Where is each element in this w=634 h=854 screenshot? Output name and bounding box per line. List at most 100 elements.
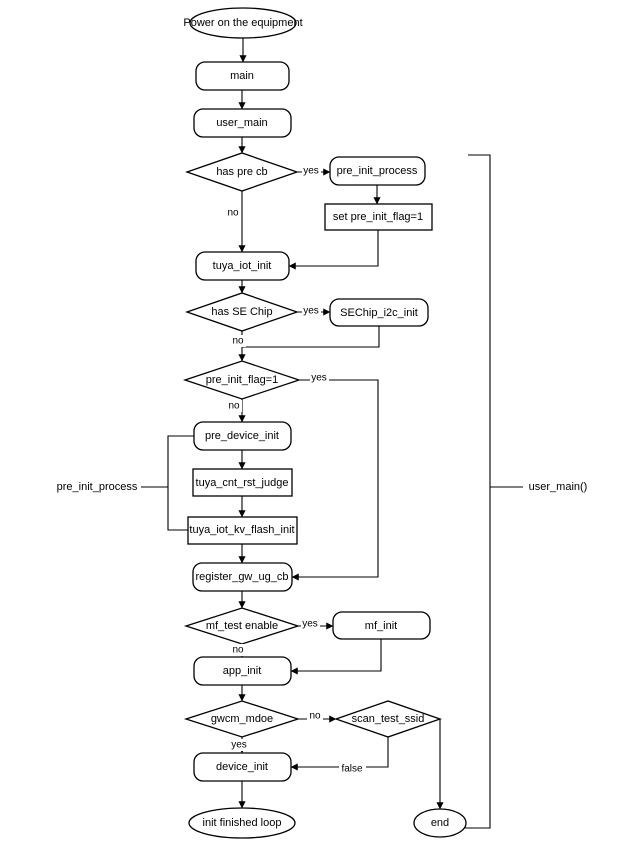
node-has-se-chip: has SE Chip	[185, 292, 299, 332]
node-end-shape	[413, 808, 467, 838]
edge-label-bg	[230, 644, 246, 656]
edge-label-bg	[302, 165, 321, 177]
node-device-init: device_init	[193, 752, 292, 782]
edge-label-bg	[230, 335, 246, 347]
node-scan-test-ssid-label: scan_test_ssid	[352, 713, 425, 725]
node-power-on-shape	[189, 7, 297, 39]
nodes: Power on the equipment main user_main ha…	[182, 7, 467, 839]
edge-label-has-pre-cb-no: no	[227, 208, 239, 219]
node-has-pre-cb-label: has pre cb	[216, 166, 267, 178]
node-mf-init: mf_init	[332, 611, 431, 640]
node-pre-init-flag-shape	[182, 360, 302, 400]
node-main-shape	[195, 61, 290, 91]
node-tuya-iot-kv-flash-init-shape	[187, 516, 298, 545]
node-gwcm-mdoe: gwcm_mdoe	[183, 700, 301, 738]
node-mf-init-shape	[332, 611, 431, 640]
edge-preinitflag-register	[291, 379, 379, 581]
node-main: main	[195, 61, 290, 91]
node-pre-init-process: pre_init_process	[329, 156, 426, 186]
node-set-pre-init-flag-shape	[324, 203, 433, 231]
node-pre-init-process-shape	[329, 156, 426, 186]
node-gwcm-mdoe-shape	[183, 700, 301, 738]
edge-label-has-se-chip-no: no	[232, 336, 244, 347]
node-mf-test-enable: mf_test enable	[183, 607, 301, 645]
edge-label-pre-init-flag-yes: yes	[311, 373, 327, 384]
node-init-finished-loop: init finished loop	[188, 807, 296, 839]
node-scan-test-ssid-shape	[334, 700, 442, 738]
edge-label-pre-init-flag-no: no	[228, 401, 240, 412]
node-has-pre-cb: has pre cb	[185, 152, 299, 192]
edge-label-bg	[339, 763, 366, 775]
node-power-on: Power on the equipment	[183, 7, 303, 39]
node-tuya-iot-init: tuya_iot_init	[195, 251, 290, 281]
edge-label-bg	[230, 739, 249, 751]
node-has-pre-cb-shape	[185, 152, 299, 192]
edge-label-bg	[301, 618, 320, 630]
node-sechip-i2c-init-label: SEChip_i2c_init	[340, 307, 418, 319]
node-pre-device-init-label: pre_device_init	[205, 430, 279, 442]
bracket-user-main	[464, 154, 523, 829]
edge-label-gwcm-mdoe-no: no	[309, 711, 321, 722]
node-pre-device-init: pre_device_init	[193, 421, 292, 451]
node-pre-device-init-shape	[193, 421, 292, 451]
node-power-on-label: Power on the equipment	[183, 17, 302, 29]
node-tuya-iot-kv-flash-init-label: tuya_iot_kv_flash_init	[189, 524, 294, 536]
node-main-label: main	[230, 70, 254, 82]
edge-label-gwcm-mdoe-yes: yes	[231, 740, 247, 751]
node-device-init-shape	[193, 752, 292, 782]
node-user-main-shape	[193, 108, 292, 138]
node-set-pre-init-flag: set pre_init_flag=1	[324, 203, 433, 231]
node-has-se-chip-shape	[185, 292, 299, 332]
node-tuya-iot-init-shape	[195, 251, 290, 281]
node-tuya-cnt-rst-judge-shape	[192, 468, 293, 497]
right-group-label: user_main()	[529, 481, 588, 493]
node-init-finished-loop-shape	[188, 807, 296, 839]
node-user-main-label: user_main	[216, 117, 267, 129]
bracket-pre-init-process	[141, 435, 194, 531]
node-mf-test-enable-label: mf_test enable	[206, 620, 278, 632]
node-register-gw-ug-cb-label: register_gw_ug_cb	[196, 571, 289, 583]
node-pre-init-flag-label: pre_init_flag=1	[206, 374, 278, 386]
edge-label-has-se-chip-yes: yes	[303, 306, 319, 317]
edge-label-mf-test-enable-yes: yes	[302, 619, 318, 630]
node-pre-init-flag: pre_init_flag=1	[182, 360, 302, 400]
node-tuya-cnt-rst-judge-label: tuya_cnt_rst_judge	[196, 477, 289, 489]
node-register-gw-ug-cb-shape	[192, 562, 293, 592]
node-has-se-chip-label: has SE Chip	[211, 306, 272, 318]
node-tuya-cnt-rst-judge: tuya_cnt_rst_judge	[192, 468, 293, 497]
node-pre-init-process-label: pre_init_process	[337, 165, 418, 177]
edge-label-bg	[226, 400, 242, 412]
node-tuya-iot-init-label: tuya_iot_init	[213, 260, 272, 272]
node-mf-test-enable-shape	[183, 607, 301, 645]
edge-labels: yes no yes no yes no yes no no yes false	[225, 165, 366, 775]
edge-label-has-pre-cb-yes: yes	[303, 166, 319, 177]
edge-setflag-tuyaiotinit	[288, 230, 379, 270]
edge-label-bg	[302, 305, 321, 317]
edge-mfinit-appinit	[290, 639, 382, 675]
node-scan-test-ssid: scan_test_ssid	[334, 700, 442, 738]
node-end: end	[413, 808, 467, 838]
left-group-label: pre_init_process	[57, 481, 138, 493]
node-set-pre-init-flag-label: set pre_init_flag=1	[333, 211, 423, 223]
node-device-init-label: device_init	[216, 761, 268, 773]
node-app-init-label: app_init	[223, 665, 262, 677]
edge-label-bg	[225, 207, 241, 219]
node-app-init: app_init	[193, 656, 292, 686]
edge-label-scan-test-ssid-false: false	[341, 764, 363, 775]
node-mf-init-label: mf_init	[365, 620, 397, 632]
edge-label-bg	[310, 372, 329, 384]
node-init-finished-loop-label: init finished loop	[203, 817, 282, 829]
edge-sechipinit-merge	[242, 326, 380, 348]
node-app-init-shape	[193, 656, 292, 686]
node-tuya-iot-kv-flash-init: tuya_iot_kv_flash_init	[187, 516, 298, 545]
node-sechip-i2c-init: SEChip_i2c_init	[329, 298, 429, 327]
node-sechip-i2c-init-shape	[329, 298, 429, 327]
node-user-main: user_main	[193, 108, 292, 138]
node-register-gw-ug-cb: register_gw_ug_cb	[192, 562, 293, 592]
group-brackets: pre_init_process user_main()	[57, 154, 588, 829]
node-gwcm-mdoe-label: gwcm_mdoe	[211, 713, 273, 725]
node-end-label: end	[431, 817, 449, 829]
edge-scantestssid-deviceinit	[290, 737, 389, 771]
